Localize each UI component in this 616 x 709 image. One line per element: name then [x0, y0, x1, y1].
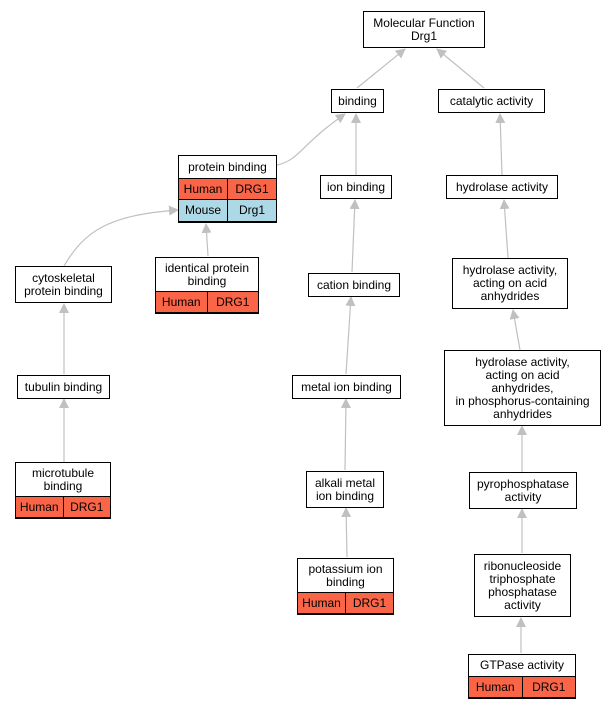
node-label: ion binding	[326, 179, 386, 194]
edge-binding-to-root	[356, 48, 406, 89]
species-cell: Human	[468, 676, 523, 698]
node-hydrolase-acid-anhydrides[interactable]: hydrolase activity, acting on acid anhyd…	[452, 258, 568, 309]
edge-hydrolase-to-catalytic	[495, 113, 506, 176]
node-alkali-metal-ion-binding[interactable]: alkali metal ion binding	[306, 471, 384, 508]
gene-cell: DRG1	[346, 592, 394, 614]
edge-cytoskeletal-to-protein-binding	[63, 205, 179, 267]
node-label: cytoskeletal protein binding	[24, 270, 103, 298]
edge-identical-to-protein-binding	[201, 223, 212, 257]
node-label: hydrolase activity	[455, 179, 549, 194]
node-label: binding	[338, 93, 377, 108]
edge-protein-binding-to-binding	[276, 113, 346, 166]
node-tubulin-binding[interactable]: tubulin binding	[17, 375, 110, 399]
node-hydrolase-phosphorus[interactable]: hydrolase activity, acting on acid anhyd…	[444, 350, 601, 426]
gene-cell: DRG1	[63, 496, 111, 518]
node-microtubule-binding[interactable]: microtubule binding Human DRG1	[15, 462, 111, 519]
gene-cell: Drg1	[228, 200, 277, 222]
node-label: pyrophosphatase activity	[476, 476, 570, 504]
node-label: hydrolase activity, acting on acid anhyd…	[455, 354, 590, 421]
node-label: GTPase activity	[479, 658, 565, 672]
edge-hydrolase-phospho-to-hydrolase-acid	[509, 309, 521, 351]
annotation-row-human: Human DRG1	[297, 592, 394, 614]
gene-cell: DRG1	[522, 676, 576, 698]
edge-hydrolase-acid-to-hydrolase	[499, 199, 510, 259]
edge-alkali-to-metal-ion	[340, 398, 351, 471]
annotation-row-human: Human DRG1	[178, 178, 277, 200]
edge-metal-ion-to-cation	[345, 296, 356, 375]
annotation-row-human: Human DRG1	[15, 496, 111, 518]
node-label: Molecular Function Drg1	[373, 15, 475, 43]
node-label: hydrolase activity, acting on acid anhyd…	[462, 263, 558, 303]
node-label: tubulin binding	[24, 379, 103, 394]
node-cation-binding[interactable]: cation binding	[308, 273, 400, 297]
edge-cation-to-ion-binding	[349, 199, 360, 273]
node-label: potassium ion binding	[308, 561, 383, 589]
node-cytoskeletal-protein-binding[interactable]: cytoskeletal protein binding	[15, 266, 112, 303]
node-hydrolase-activity[interactable]: hydrolase activity	[446, 175, 558, 199]
node-label: protein binding	[188, 159, 267, 174]
species-cell: Human	[178, 178, 228, 200]
annotation-row-mouse: Mouse Drg1	[178, 200, 277, 222]
node-ion-binding[interactable]: ion binding	[320, 175, 392, 199]
edge-potassium-to-alkali	[341, 507, 352, 558]
species-cell: Human	[15, 496, 64, 518]
gene-cell: DRG1	[228, 178, 277, 200]
node-label: alkali metal ion binding	[314, 475, 376, 503]
annotation-row-human: Human DRG1	[468, 676, 576, 698]
species-cell: Mouse	[178, 200, 228, 222]
node-ribonucleoside-triphosphatase[interactable]: ribonucleoside triphosphate phosphatase …	[474, 554, 571, 617]
node-pyrophosphatase-activity[interactable]: pyrophosphatase activity	[469, 472, 577, 509]
node-label: metal ion binding	[301, 379, 392, 394]
node-protein-binding[interactable]: protein binding Human DRG1 Mouse Drg1	[178, 155, 277, 223]
annotation-row-human: Human DRG1	[155, 291, 259, 313]
edge-catalytic-to-root	[436, 48, 485, 89]
node-catalytic-activity[interactable]: catalytic activity	[438, 89, 545, 113]
gene-cell: DRG1	[207, 291, 259, 313]
node-molecular-function[interactable]: Molecular Function Drg1	[363, 11, 485, 48]
node-potassium-ion-binding[interactable]: potassium ion binding Human DRG1	[297, 558, 394, 615]
node-binding[interactable]: binding	[331, 89, 384, 113]
node-label: cation binding	[316, 277, 392, 292]
node-gtpase-activity[interactable]: GTPase activity Human DRG1	[468, 654, 576, 699]
node-identical-protein-binding[interactable]: identical protein binding Human DRG1	[155, 257, 259, 314]
node-label: microtubule binding	[31, 465, 95, 493]
species-cell: Human	[155, 291, 208, 313]
node-label: ribonucleoside triphosphate phosphatase …	[483, 558, 562, 612]
node-label: catalytic activity	[449, 93, 534, 108]
node-label: identical protein binding	[164, 260, 250, 288]
node-metal-ion-binding[interactable]: metal ion binding	[292, 375, 401, 399]
species-cell: Human	[297, 592, 346, 614]
